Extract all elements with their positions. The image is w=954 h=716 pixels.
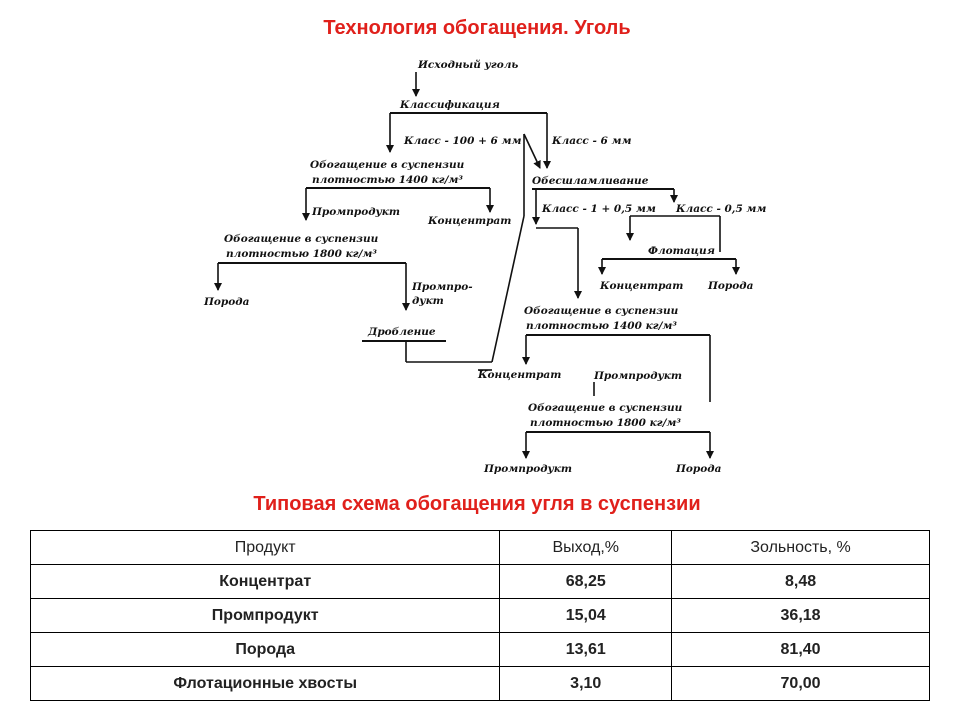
table-row: Флотационные хвосты 3,10 70,00	[29, 666, 930, 701]
header-ash: Зольность, %	[671, 530, 930, 565]
middlings4-label: Промпродукт	[483, 463, 572, 475]
cell-ash: 70,00	[671, 666, 930, 701]
middlings1-label: Промпродукт	[311, 206, 400, 218]
cell-product: Порода	[29, 632, 501, 667]
sep4-line2: плотностью 1800 кг/м³	[530, 417, 681, 429]
sep2-line1: Обогащение в суспензии	[224, 233, 379, 245]
cell-yield: 15,04	[499, 598, 673, 633]
sep2-line2: плотностью 1800 кг/м³	[226, 248, 377, 260]
cell-yield: 13,61	[499, 632, 673, 667]
sep4-line1: Обогащение в суспензии	[528, 402, 683, 414]
rock1-label: Порода	[203, 296, 250, 308]
header-product: Продукт	[29, 530, 501, 565]
page-title: Технология обогащения. Уголь	[323, 17, 631, 39]
middlings2-line1: Промпро-	[411, 281, 473, 293]
header-yield: Выход,%	[499, 530, 673, 565]
cell-product: Концентрат	[29, 564, 501, 599]
concentrate2-label: Концентрат	[477, 369, 561, 381]
table-row: Концентрат 68,25 8,48	[29, 564, 930, 599]
classification-label: Классификация	[399, 99, 500, 111]
sep1-line2: плотностью 1400 кг/м³	[312, 174, 463, 186]
flotation-concentrate-label: Концентрат	[599, 280, 683, 292]
table-header-row: Продукт Выход,% Зольность, %	[29, 530, 930, 565]
class-slime-label: Класс - 0,5 мм	[675, 203, 766, 215]
scheme-subtitle: Типовая схема обогащения угля в суспензи…	[253, 493, 701, 515]
class-coarse-label: Класс - 100 + 6 мм	[403, 135, 521, 147]
flotation-label: Флотация	[648, 245, 715, 257]
flowsheet-diagram: Исходный уголь Классификация Класс - 100…	[203, 58, 766, 475]
sep1-line1: Обогащение в суспензии	[310, 159, 465, 171]
cell-product: Промпродукт	[29, 598, 501, 633]
table-row: Промпродукт 15,04 36,18	[29, 598, 930, 633]
crushing-label: Дробление	[367, 326, 436, 338]
cell-yield: 68,25	[499, 564, 673, 599]
cell-yield: 3,10	[499, 666, 673, 701]
cell-ash: 81,40	[671, 632, 930, 667]
flotation-tailings-label: Порода	[707, 280, 754, 292]
class-fine-label: Класс - 6 мм	[551, 135, 631, 147]
sep3-line2: плотностью 1400 кг/м³	[526, 320, 677, 332]
desliming-label: Обесшламливание	[532, 175, 649, 187]
cell-ash: 36,18	[671, 598, 930, 633]
middlings3-label: Промпродукт	[593, 370, 682, 382]
results-table: Продукт Выход,% Зольность, % Концентрат …	[29, 530, 930, 701]
table-row: Порода 13,61 81,40	[29, 632, 930, 667]
cell-ash: 8,48	[671, 564, 930, 599]
cell-product: Флотационные хвосты	[29, 666, 501, 701]
middlings2-line2: дукт	[412, 295, 444, 307]
class-mid-label: Класс - 1 + 0,5 мм	[541, 203, 656, 215]
raw-coal-label: Исходный уголь	[417, 58, 518, 71]
sep3-line1: Обогащение в суспензии	[524, 305, 679, 317]
concentrate1-label: Концентрат	[427, 215, 511, 227]
rock2-label: Порода	[675, 463, 722, 475]
